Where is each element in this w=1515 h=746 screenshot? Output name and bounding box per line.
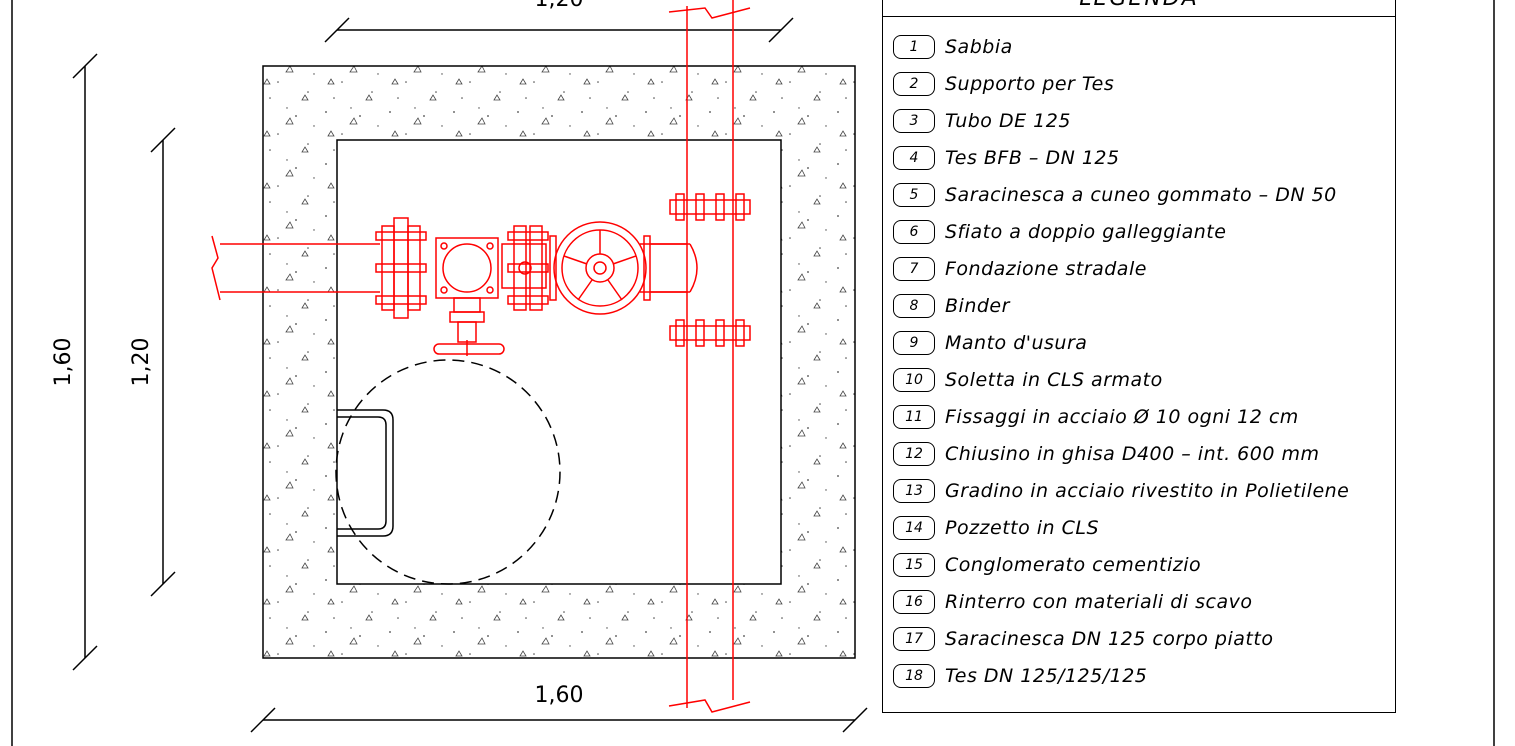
legend-item-label: Fondazione stradale — [945, 257, 1147, 280]
legend-item-label: Tubo DE 125 — [945, 109, 1071, 132]
legend-item: 16 Rinterro con materiali di scavo — [893, 583, 1349, 620]
legend-item-label: Pozzetto in CLS — [945, 516, 1100, 539]
tee-flange-right — [501, 225, 549, 311]
vertical-flange-bottom — [669, 319, 751, 347]
air-valve-handwheel — [433, 340, 505, 356]
legend-item-number: 6 — [893, 219, 935, 244]
legend-item-label: Manto d'usura — [945, 331, 1088, 354]
legend-item-number: 16 — [893, 589, 935, 614]
pipe-tee-junction — [650, 243, 687, 293]
dimension-top — [324, 17, 794, 43]
legend-item-number: 12 — [893, 441, 935, 466]
legend-item: 2 Supporto per Tes — [893, 65, 1349, 102]
legend-item: 8 Binder — [893, 287, 1349, 324]
gate-valve-handwheel — [549, 221, 651, 315]
legend-item-label: Tes BFB – DN 125 — [945, 146, 1120, 169]
legend-item-label: Soletta in CLS armato — [945, 368, 1163, 391]
legend-item-number: 5 — [893, 182, 935, 207]
legend-item-number: 14 — [893, 515, 935, 540]
dimension-left-inner — [150, 127, 176, 597]
legend-title: LEGENDA — [883, 0, 1395, 11]
legend-item-number: 2 — [893, 71, 935, 96]
legend-item-label: Conglomerato cementizio — [945, 553, 1202, 576]
legend-item-label: Binder — [945, 294, 1010, 317]
legend-item: 11 Fissaggi in acciaio Ø 10 ogni 12 cm — [893, 398, 1349, 435]
legend-item: 14 Pozzetto in CLS — [893, 509, 1349, 546]
step-ladder — [337, 409, 394, 537]
legend-item: 5 Saracinesca a cuneo gommato – DN 50 — [893, 176, 1349, 213]
legend-item: 12 Chiusino in ghisa D400 – int. 600 mm — [893, 435, 1349, 472]
legend-item: 7 Fondazione stradale — [893, 250, 1349, 287]
dimension-left-outer — [72, 53, 98, 671]
legend-item-label: Supporto per Tes — [945, 72, 1115, 95]
legend-item-number: 1 — [893, 34, 935, 59]
legend-title-divider — [883, 16, 1395, 17]
dimension-bottom — [250, 707, 868, 733]
vertical-pipe — [668, 0, 751, 713]
legend-item-label: Saracinesca a cuneo gommato – DN 50 — [945, 183, 1337, 206]
dimension-bottom-label: 1,60 — [535, 683, 584, 708]
legend-item-number: 10 — [893, 367, 935, 392]
legend-item: 6 Sfiato a doppio galleggiante — [893, 213, 1349, 250]
legend-item: 17 Saracinesca DN 125 corpo piatto — [893, 620, 1349, 657]
legend-item: 10 Soletta in CLS armato — [893, 361, 1349, 398]
legend-item-label: Chiusino in ghisa D400 – int. 600 mm — [945, 442, 1320, 465]
legend-item: 4 Tes BFB – DN 125 — [893, 139, 1349, 176]
legend-item-number: 4 — [893, 145, 935, 170]
legend-item-label: Fissaggi in acciaio Ø 10 ogni 12 cm — [945, 405, 1299, 428]
manhole-cover-outline — [335, 359, 561, 585]
legend-item-label: Sabbia — [945, 35, 1013, 58]
legend-item-label: Gradino in acciaio rivestito in Polietil… — [945, 479, 1350, 502]
legend-item-label: Rinterro con materiali di scavo — [945, 590, 1253, 613]
legend-item: 1 Sabbia — [893, 28, 1349, 65]
legend-item-number: 7 — [893, 256, 935, 281]
dimension-left-inner-label: 1,20 — [129, 338, 154, 387]
dimension-top-label: 1,20 — [535, 0, 584, 12]
legend-item-number: 9 — [893, 330, 935, 355]
legend-item-number: 11 — [893, 404, 935, 429]
legend-item-label: Saracinesca DN 125 corpo piatto — [945, 627, 1274, 650]
legend-item: 15 Conglomerato cementizio — [893, 546, 1349, 583]
legend-item: 3 Tubo DE 125 — [893, 102, 1349, 139]
legend-item-number: 8 — [893, 293, 935, 318]
legend-item-number: 13 — [893, 478, 935, 503]
vertical-flange-top — [669, 193, 751, 221]
legend-item: 18 Tes DN 125/125/125 — [893, 657, 1349, 694]
tee-flange-left — [375, 217, 427, 319]
legend-item: 9 Manto d'usura — [893, 324, 1349, 361]
legend-item: 13 Gradino in acciaio rivestito in Poliet… — [893, 472, 1349, 509]
legend-item-number: 17 — [893, 626, 935, 651]
manhole-inner-chamber — [336, 139, 782, 585]
legend-item-number: 18 — [893, 663, 935, 688]
legend-panel: LEGENDA 1 Sabbia 2 Supporto per Tes 3 Tubo DE… — [882, 0, 1396, 713]
legend-item-label: Sfiato a doppio galleggiante — [945, 220, 1227, 243]
tee-body — [435, 237, 499, 343]
dimension-left-outer-label: 1,60 — [51, 338, 76, 387]
legend-item-number: 15 — [893, 552, 935, 577]
legend-item-label: Tes DN 125/125/125 — [945, 664, 1148, 687]
legend-item-number: 3 — [893, 108, 935, 133]
